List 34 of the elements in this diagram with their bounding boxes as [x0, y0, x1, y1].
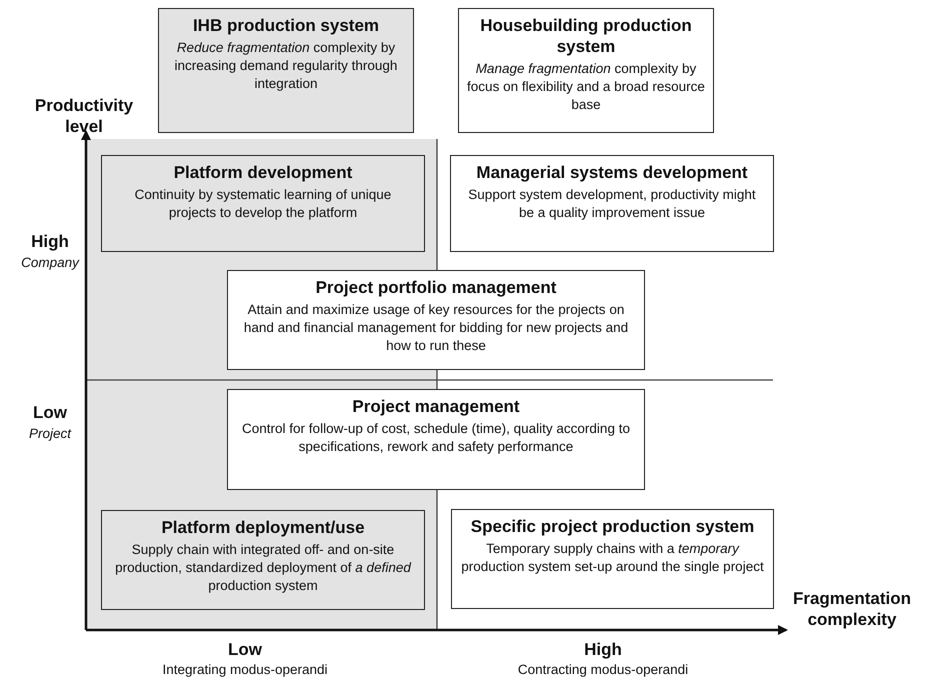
- box-heading: Project portfolio management: [314, 277, 558, 298]
- axis-level-label: Low: [33, 403, 67, 423]
- axis-level-label: High: [31, 232, 69, 252]
- text-box: [450, 155, 774, 252]
- text-box: [227, 389, 645, 490]
- box-heading: Project management: [351, 396, 521, 417]
- box-heading: Platform development: [172, 162, 354, 183]
- text-box: [458, 8, 714, 133]
- text-box: [158, 8, 414, 133]
- box-description: Reduce fragmentation complexity by increasing demand regularity through integration: [174, 39, 398, 93]
- box-description: Supply chain with integrated off- and on-site production, standardized deployment of a defined production system: [114, 541, 412, 595]
- axis-level-note: Contracting modus-operandi: [518, 662, 688, 677]
- axis-title: Fragmentation complexity: [792, 588, 912, 630]
- box-heading: Managerial systems development: [475, 162, 749, 183]
- box-description: Manage fragmentation complexity by focus on flexibility and a broad resource base: [467, 60, 705, 114]
- box-description: Continuity by systematic learning of unique projects to develop the platform: [134, 186, 392, 222]
- box-heading: Housebuilding production system: [479, 15, 693, 57]
- box-description: Support system development, productivity might be a quality improvement issue: [467, 186, 757, 222]
- box-description: Control for follow-up of cost, schedule (time), quality according to specifications, rework and safety performance: [241, 420, 631, 456]
- box-heading: Platform deployment/use: [160, 517, 366, 538]
- text-box: [101, 155, 425, 252]
- box-heading: IHB production system: [192, 15, 380, 36]
- text-box: [451, 509, 774, 609]
- text-box: [227, 270, 645, 370]
- axis-title: Productivity level: [34, 95, 134, 137]
- box-description: Attain and maximize usage of key resources for the projects on hand and financial management for bidding for new projects and how to run these: [242, 301, 630, 355]
- text-box: [101, 510, 425, 610]
- axis-level-label: Low: [228, 640, 262, 660]
- box-description: Temporary supply chains with a temporary production system set-up around the single project: [460, 540, 765, 576]
- axis-level-label: High: [584, 640, 622, 660]
- axis-level-note: Company: [21, 255, 79, 270]
- axis-level-note: Integrating modus-operandi: [162, 662, 328, 677]
- axis-level-note: Project: [28, 426, 72, 441]
- box-heading: Specific project production system: [470, 516, 756, 537]
